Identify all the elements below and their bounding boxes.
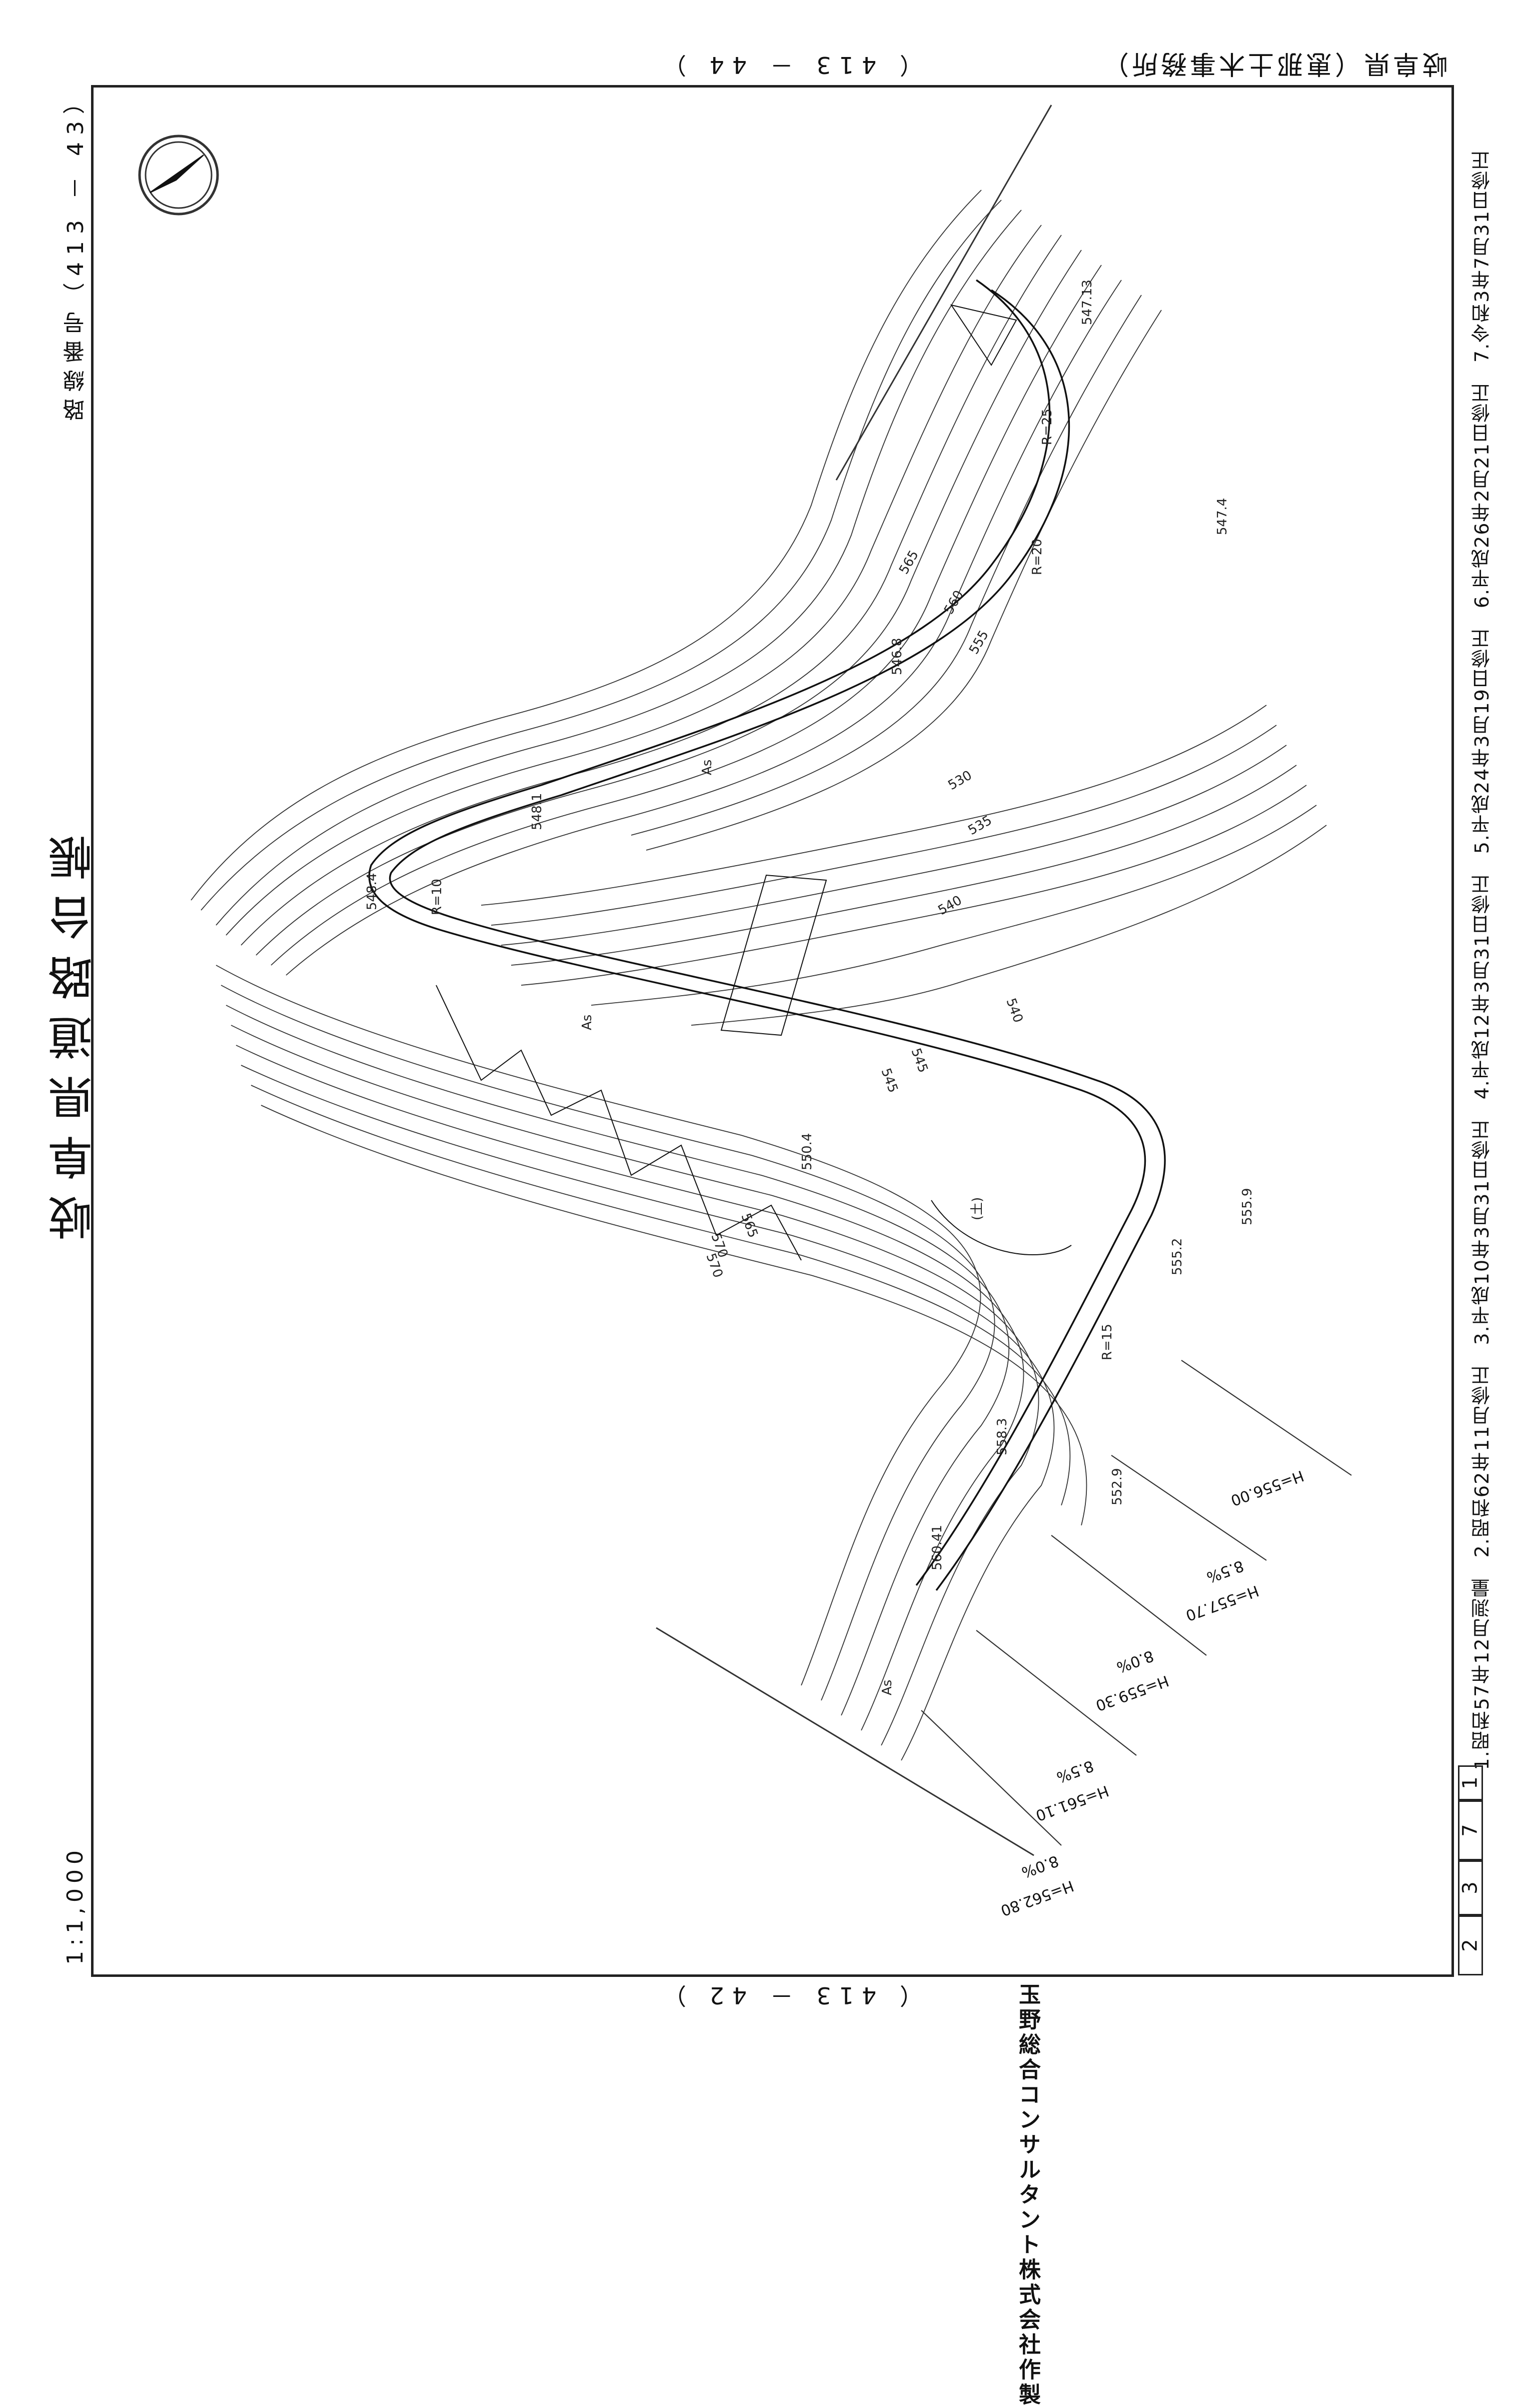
contour-label: 545 (908, 1046, 930, 1075)
contours-upper (191, 190, 1162, 976)
spot-height: 546.8 (890, 638, 905, 675)
contour-label: 540 (1003, 996, 1025, 1025)
contour-label: 565 (896, 548, 922, 577)
curve-label: R=25 (1040, 409, 1055, 445)
maker-label: 玉野総合コンサルタント株式会社作製 (1015, 1983, 1040, 2408)
terrain-edge (835, 105, 1052, 481)
grade-percent: 8.0% (1019, 1851, 1061, 1881)
office-label: 岐阜県（恵那土木事務所） (1099, 49, 1448, 79)
contour-label: 535 (966, 813, 995, 838)
spot-height: 555.9 (1240, 1188, 1255, 1225)
grade-height: H=562.80 (998, 1876, 1076, 1919)
spot-height: 547.4 (1215, 498, 1230, 535)
terrain-edge (656, 1627, 1034, 1856)
spot-height: 560.41 (930, 1525, 945, 1570)
curve-label: R=10 (430, 879, 445, 915)
grade-height: H=556.00 (1228, 1466, 1306, 1509)
spot-height: 552.9 (1110, 1468, 1125, 1505)
contour-label: 545 (878, 1066, 900, 1095)
spot-height: 548.4 (365, 873, 380, 910)
north-arrow-icon (138, 135, 219, 216)
route-number: 路線番号（413 － 43） (63, 85, 89, 421)
revision-history: 1.昭和57年12月測量 2.昭和62年11月修正 3.平成10年3月31日修正… (1471, 150, 1493, 1770)
road-surface: As (580, 1015, 595, 1030)
curve-label: R=20 (1030, 539, 1045, 575)
sheet-code-cell: 1 (1458, 1765, 1483, 1800)
road-surface: As (880, 1680, 895, 1695)
contours-lower (216, 965, 1087, 1761)
sheet-code-cell: 2 (1458, 1915, 1483, 1975)
contour-label: 565 (738, 1211, 760, 1240)
spot-height: 555.2 (1170, 1238, 1185, 1275)
contours-middle (481, 705, 1327, 1026)
grade-height: H=561.10 (1033, 1781, 1111, 1824)
contour-label: 560 (941, 588, 967, 617)
road-map: 570 565 560 555 545 540 535 530 565 570 … (138, 105, 1352, 1919)
grade-percent: 8.0% (1114, 1646, 1156, 1676)
contour-label: 530 (946, 768, 975, 793)
grade-height: H=557.70 (1183, 1581, 1261, 1624)
contour-label: 540 (936, 893, 965, 918)
map-scale: 1:1,000 (63, 1845, 88, 1965)
grade-percent: 8.5% (1054, 1756, 1096, 1786)
curve-label: R=15 (1100, 1324, 1115, 1360)
sheet-code-cell: 3 (1458, 1860, 1483, 1915)
sheet-code-cell: 7 (1458, 1800, 1483, 1860)
adjacent-sheet-bottom: （ 413 － 42 ） (655, 1982, 923, 2009)
embankment (436, 304, 1072, 1261)
road-surface: (土) (970, 1197, 985, 1220)
grade-height: H=559.30 (1093, 1671, 1171, 1714)
grade-percent: 8.5% (1204, 1556, 1246, 1586)
spot-height: 547.13 (1080, 280, 1095, 325)
spot-height: 550.4 (800, 1133, 815, 1170)
spot-height: 558.3 (995, 1418, 1010, 1455)
contour-label: 555 (966, 628, 992, 657)
map-frame (91, 85, 1454, 1977)
grade-leaders (921, 1360, 1352, 1846)
adjacent-sheet-top: （ 413 － 44 ） (655, 52, 923, 79)
spot-height: 548.1 (530, 793, 545, 830)
road-surface: As (700, 760, 715, 775)
road (368, 279, 1166, 1591)
